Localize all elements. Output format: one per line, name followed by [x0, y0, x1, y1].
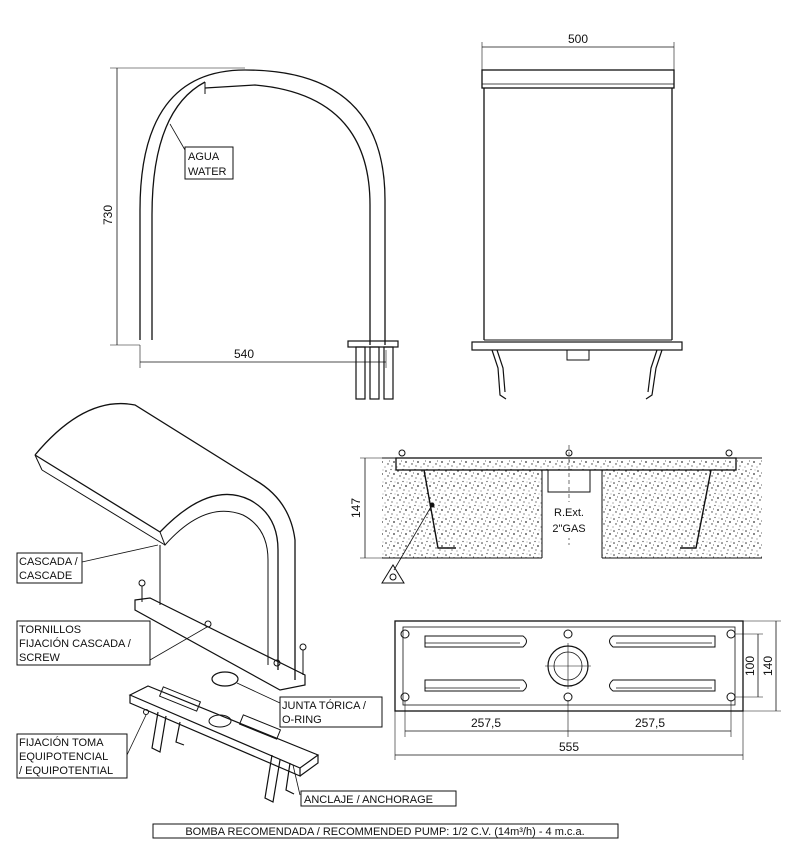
svg-text:AGUA: AGUA: [188, 151, 220, 163]
svg-text:FIJACIÓN CASCADA /: FIJACIÓN CASCADA /: [19, 637, 132, 650]
svg-text:CASCADE: CASCADE: [19, 570, 72, 582]
svg-text:O-RING: O-RING: [282, 714, 322, 726]
dim-257-right: 257,5: [635, 716, 665, 730]
svg-text:TORNILLOS: TORNILLOS: [19, 624, 81, 636]
svg-text:/ EQUIPOTENTIAL: / EQUIPOTENTIAL: [19, 765, 113, 777]
svg-text:FIJACIÓN TOMA: FIJACIÓN TOMA: [19, 736, 104, 749]
dim-257-left: 257,5: [471, 716, 501, 730]
dim-140: 140: [761, 656, 775, 676]
label-fijacion: FIJACIÓN TOMA EQUIPOTENCIAL / EQUIPOTENT…: [16, 733, 128, 779]
dim-147: 147: [349, 498, 363, 518]
label-cascada: CASCADA / CASCADE: [16, 552, 83, 584]
svg-text:2"GAS: 2"GAS: [552, 523, 585, 535]
label-rext: R.Ext. 2"GAS: [548, 502, 590, 538]
svg-text:CASCADA /: CASCADA /: [19, 556, 79, 568]
front-view: [471, 42, 683, 400]
svg-text:ANCLAJE / ANCHORAGE: ANCLAJE / ANCHORAGE: [304, 794, 433, 806]
dim-100: 100: [743, 656, 757, 676]
svg-text:BOMBA RECOMENDADA / RECOMMENDE: BOMBA RECOMENDADA / RECOMMENDED PUMP: 1/…: [185, 826, 584, 838]
svg-text:JUNTA TÓRICA /: JUNTA TÓRICA /: [282, 699, 367, 712]
section-view: [360, 445, 762, 584]
pump-note: BOMBA RECOMENDADA / RECOMMENDED PUMP: 1/…: [152, 823, 619, 839]
plan-view: [394, 620, 781, 760]
svg-text:R.Ext.: R.Ext.: [554, 507, 584, 519]
svg-text:EQUIPOTENCIAL: EQUIPOTENCIAL: [19, 751, 108, 763]
svg-text:SCREW: SCREW: [19, 652, 61, 664]
label-junta: JUNTA TÓRICA / O-RING: [279, 696, 383, 728]
dim-730: 730: [101, 205, 115, 225]
dim-500: 500: [568, 32, 588, 46]
label-anclaje: ANCLAJE / ANCHORAGE: [300, 790, 457, 807]
dim-540: 540: [234, 347, 254, 361]
isometric-view: [34, 402, 320, 803]
label-tornillos: TORNILLOS FIJACIÓN CASCADA / SCREW: [16, 620, 151, 666]
dim-555: 555: [559, 740, 579, 754]
label-agua: AGUA WATER: [184, 146, 234, 180]
svg-text:WATER: WATER: [188, 166, 227, 178]
side-view: [110, 67, 399, 400]
